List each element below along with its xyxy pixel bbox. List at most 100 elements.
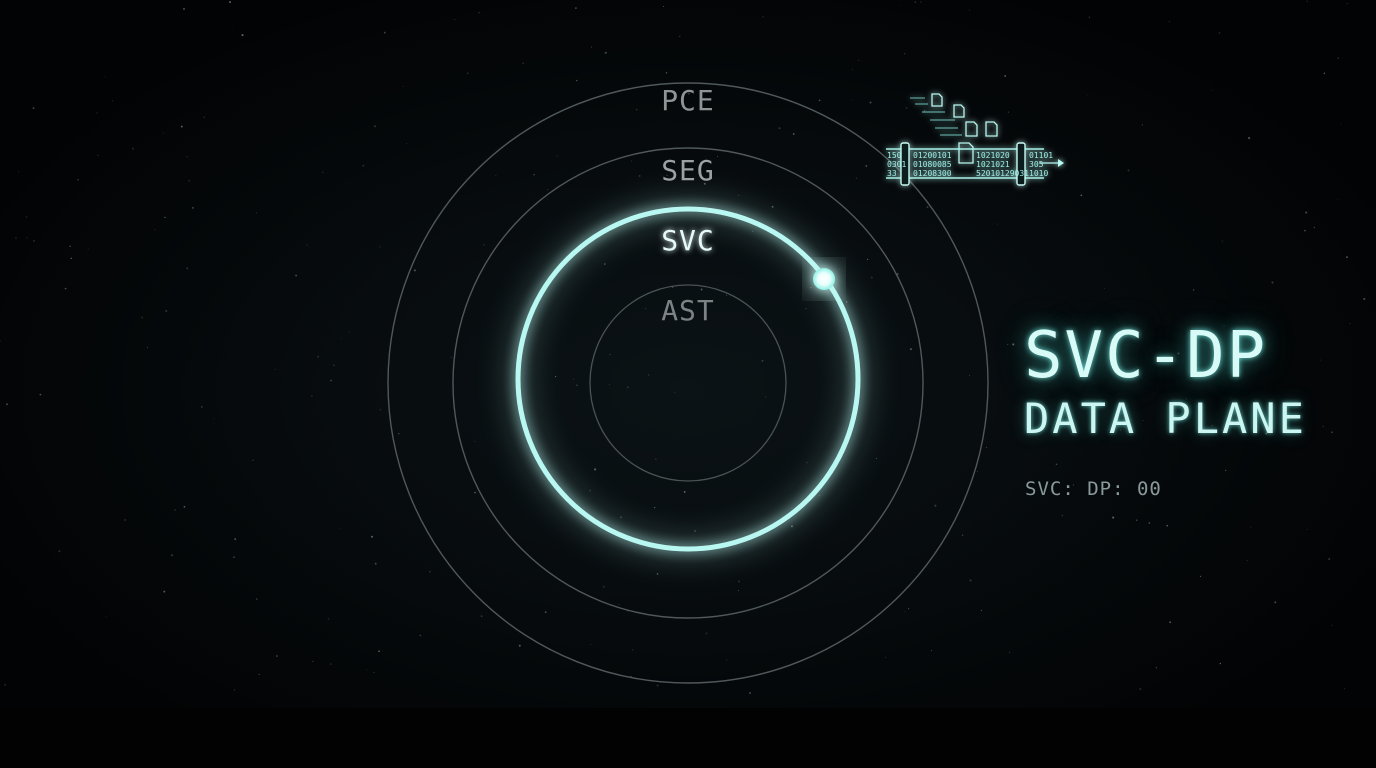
star [478, 12, 480, 14]
star [146, 346, 149, 349]
star [1246, 560, 1248, 561]
star [869, 101, 872, 104]
star [234, 538, 237, 541]
star [1211, 90, 1213, 91]
document-icon [931, 93, 998, 164]
data-pipeline-icon: 1500301330120010101080085012083001021020… [886, 93, 1064, 186]
star [1224, 469, 1227, 472]
star [870, 276, 873, 279]
star [900, 4, 901, 6]
star [1337, 57, 1340, 60]
star [690, 309, 693, 312]
star [655, 458, 657, 461]
bottom-bar [0, 708, 1376, 768]
star [174, 508, 177, 511]
star [694, 530, 696, 532]
star [1192, 289, 1195, 291]
star [333, 364, 335, 367]
star [1250, 526, 1252, 528]
star [1112, 516, 1115, 519]
star [317, 355, 320, 358]
star-field [0, 0, 1366, 700]
star [818, 99, 821, 102]
star [39, 393, 42, 396]
star [1072, 484, 1074, 486]
star [58, 550, 61, 553]
star [1331, 624, 1333, 626]
star [252, 459, 254, 461]
star [1199, 575, 1202, 578]
star [790, 525, 793, 528]
star [1087, 95, 1089, 97]
star [340, 337, 342, 339]
star [4, 684, 6, 686]
star [1012, 343, 1015, 346]
star [845, 301, 848, 303]
star [1221, 240, 1223, 242]
pipeline-bits-text: 33 [887, 169, 897, 178]
star [77, 178, 79, 181]
star [26, 237, 28, 239]
star [1155, 667, 1157, 669]
star [1322, 425, 1324, 428]
star [726, 659, 728, 661]
star [413, 269, 416, 272]
star [934, 504, 937, 507]
star [87, 248, 89, 250]
star [1218, 32, 1221, 34]
star [609, 384, 611, 386]
star [926, 206, 929, 209]
star [662, 5, 665, 8]
star [604, 263, 606, 265]
star [1346, 3, 1348, 5]
star [1229, 397, 1231, 399]
star [406, 143, 408, 145]
star [805, 308, 807, 310]
star [495, 174, 497, 176]
pipeline-bits-text: 01101 [1029, 151, 1053, 160]
star [1141, 124, 1144, 126]
star [1080, 194, 1083, 197]
star [275, 655, 278, 657]
ring-label-ast: AST [661, 294, 715, 327]
star [635, 108, 638, 111]
star [647, 374, 650, 376]
star [192, 207, 194, 209]
star [241, 34, 244, 37]
star [546, 198, 548, 200]
star [810, 287, 812, 289]
ring-seg [452, 147, 924, 619]
ring-label-seg: SEG [661, 154, 715, 187]
pipeline-bits-text: 01208300 [913, 169, 952, 178]
star [761, 359, 764, 362]
star [546, 188, 549, 191]
star [1331, 431, 1333, 434]
star [70, 257, 72, 260]
star [839, 268, 841, 270]
star [631, 648, 634, 651]
star [604, 51, 607, 54]
star [111, 100, 113, 102]
star [1142, 420, 1144, 421]
star [1219, 662, 1221, 665]
star [378, 650, 380, 653]
star [620, 516, 622, 518]
star [255, 212, 257, 214]
star [1135, 519, 1138, 521]
star [213, 418, 215, 420]
star [330, 663, 332, 665]
star [930, 650, 932, 652]
star [1313, 226, 1316, 229]
star [229, 1, 231, 4]
ring-active-svc [515, 206, 861, 552]
star [141, 316, 144, 319]
ring-node-dot [813, 268, 835, 290]
star [703, 182, 706, 185]
star [654, 507, 656, 509]
star [201, 406, 203, 408]
star [1363, 297, 1366, 301]
star [1248, 137, 1251, 140]
pipeline-bits-text: 01200101 [913, 151, 952, 160]
star [132, 147, 134, 150]
star [203, 116, 205, 118]
